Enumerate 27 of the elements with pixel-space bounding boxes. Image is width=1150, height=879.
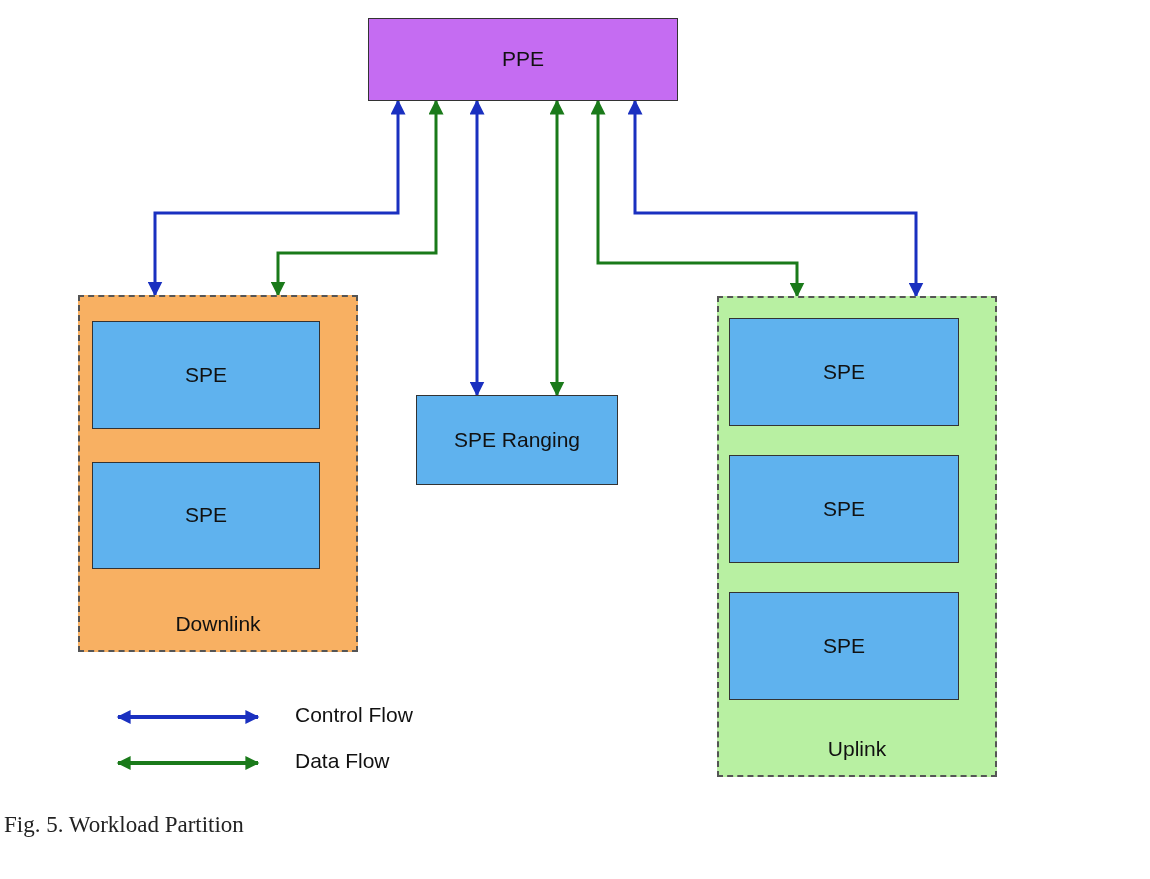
group-panel: [78, 295, 358, 652]
double-arrow: [627, 99, 924, 298]
legend-label: Data Flow: [295, 749, 390, 773]
double-arrow: [270, 99, 444, 297]
double-arrow: [590, 99, 805, 298]
processor-box: [92, 321, 320, 429]
double-arrow: [549, 99, 565, 397]
box-label: SPE: [823, 358, 865, 385]
figure-caption: Fig. 5. Workload Partition: [4, 812, 244, 838]
double-arrow: [469, 99, 485, 397]
double-arrow: [147, 99, 406, 297]
legend-label: Control Flow: [295, 703, 413, 727]
group-label: Uplink: [827, 735, 887, 762]
processor-box: [729, 592, 959, 700]
box-label: SPE: [185, 502, 227, 529]
box-label: SPE Ranging: [453, 426, 581, 453]
group-label: Downlink: [175, 610, 261, 637]
processor-box: [368, 18, 678, 101]
processor-box: [92, 462, 320, 569]
processor-box: [729, 318, 959, 426]
box-label: PPE: [502, 46, 544, 73]
group-panel: [717, 296, 997, 777]
box-label: SPE: [823, 495, 865, 522]
processor-box: [416, 395, 618, 485]
box-label: SPE: [185, 361, 227, 388]
box-label: SPE: [823, 632, 865, 659]
processor-box: [729, 455, 959, 563]
